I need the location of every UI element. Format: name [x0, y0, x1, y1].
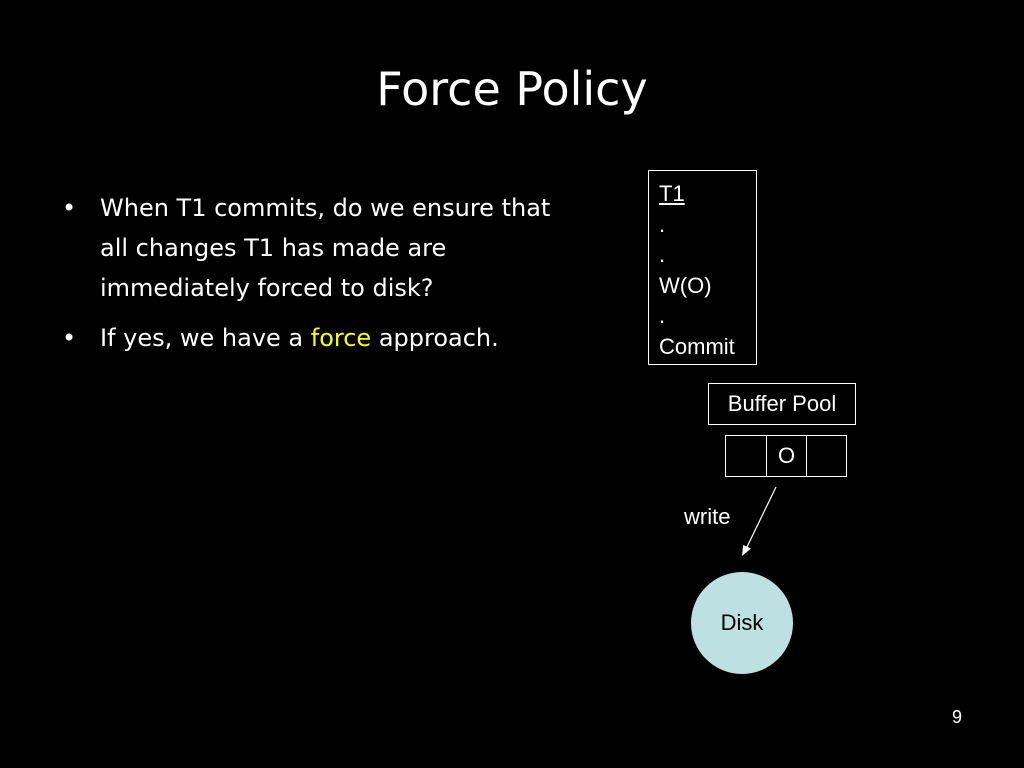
write-arrow-head-icon [742, 545, 751, 556]
buffer-pool-label: Buffer Pool [708, 383, 856, 425]
bullet-text-suffix: approach. [371, 324, 499, 352]
bullet-text-prefix: If yes, we have a [100, 324, 311, 352]
transaction-box: T1 . . W(O) . Commit [648, 170, 757, 365]
bullet-text: When T1 commits, do we ensure that all c… [100, 194, 551, 302]
transaction-step: . [659, 303, 666, 328]
disk-label: Disk [720, 610, 764, 635]
bullet-list: • When T1 commits, do we ensure that all… [62, 188, 562, 368]
write-label: write [684, 504, 731, 529]
slide-title: Force Policy [376, 62, 648, 116]
buffer-pool-cell [806, 436, 846, 476]
transaction-step: . [659, 211, 666, 237]
transaction-step: . [659, 242, 666, 267]
transaction-commit-step: Commit [659, 333, 735, 359]
bullet-item: • If yes, we have a force approach. [62, 318, 562, 358]
transaction-write-step: W(O) [659, 272, 712, 298]
write-arrow-shaft [745, 486, 777, 550]
bullet-highlight-force: force [310, 324, 372, 352]
buffer-pool-cell-object: O [766, 436, 806, 476]
bullet-item: • When T1 commits, do we ensure that all… [62, 188, 562, 308]
disk-node: Disk [691, 572, 793, 674]
bullet-marker: • [62, 324, 77, 352]
page-number: 9 [951, 707, 962, 727]
transaction-name: T1 [659, 181, 685, 206]
buffer-pool-cells: O [725, 435, 847, 477]
bullet-marker: • [62, 194, 77, 222]
buffer-pool-cell [726, 436, 766, 476]
